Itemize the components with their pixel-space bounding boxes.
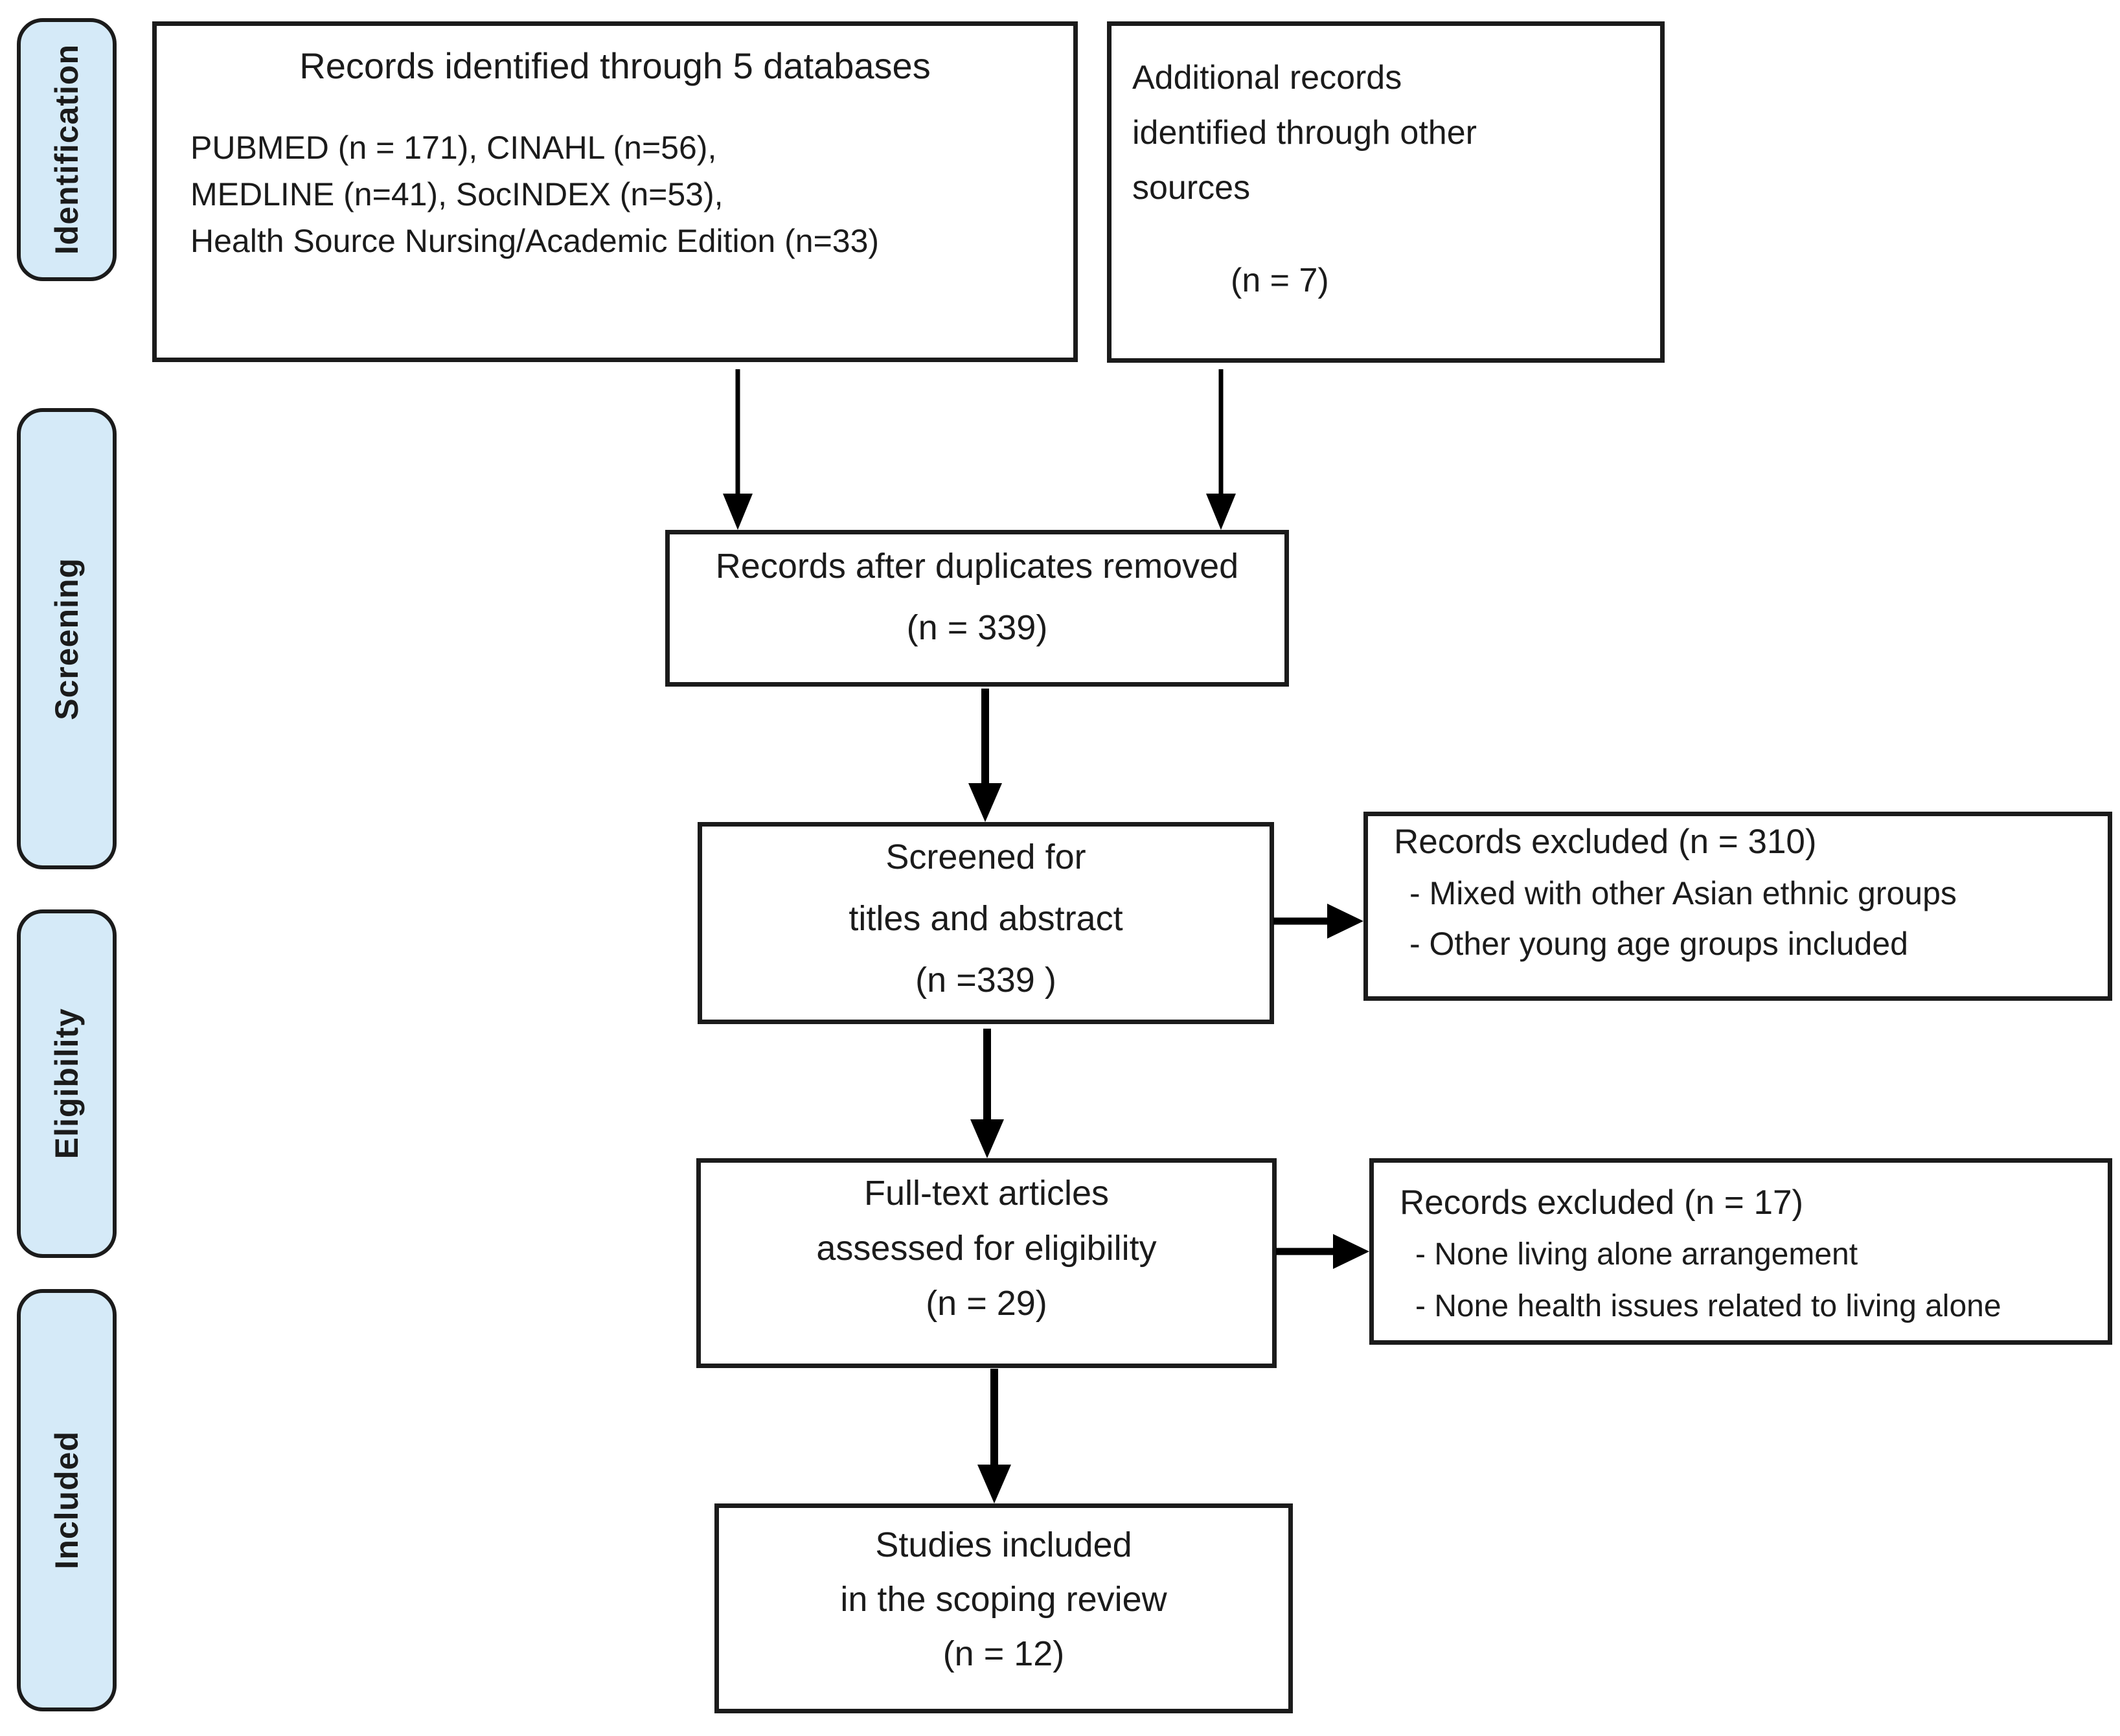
database-line: PUBMED (n = 171), CINAHL (n=56), [190, 130, 717, 166]
box-fulltext-assessed: Full-text articles assessed for eligibil… [696, 1158, 1277, 1368]
studies-included-count: (n = 12) [942, 1634, 1065, 1673]
screened-line: Screened for [885, 838, 1086, 876]
additional-records-line: identified through other [1132, 114, 1477, 152]
additional-records-count: (n = 7) [1231, 262, 1329, 299]
arrowhead-down [1206, 494, 1236, 530]
arrow-shaft [1276, 1248, 1333, 1255]
arrow-fulltext-to-included [977, 1369, 1011, 1503]
database-line: Health Source Nursing/Academic Edition (… [190, 223, 880, 259]
records-identified-databases: PUBMED (n = 171), CINAHL (n=56), MEDLINE… [157, 87, 1073, 264]
excluded-eligibility-title: Records excluded (n = 17) [1400, 1183, 1804, 1222]
additional-records-line: sources [1132, 169, 1251, 207]
fulltext-text: Full-text articles assessed for eligibil… [701, 1163, 1272, 1331]
database-line: MEDLINE (n=41), SocINDEX (n=53), [190, 176, 724, 212]
arrow-fulltext-to-excluded [1276, 1232, 1369, 1271]
arrowhead-down [970, 1119, 1004, 1158]
stage-label-eligibility: Eligibility [17, 909, 117, 1258]
arrow-screened-to-fulltext [970, 1029, 1004, 1158]
fulltext-count: (n = 29) [926, 1284, 1047, 1323]
excluded-reason: - None living alone arrangement [1415, 1237, 1858, 1272]
arrowhead-down [977, 1465, 1011, 1503]
arrowhead-down [968, 783, 1002, 822]
studies-included-text: Studies included in the scoping review (… [719, 1508, 1288, 1681]
stage-label-identification-text: Identification [49, 44, 85, 255]
excluded-reason: - None health issues related to living a… [1415, 1289, 2001, 1323]
arrowhead-right [1327, 904, 1363, 939]
arrow-databases-to-duplicates [722, 369, 753, 530]
arrow-duplicates-to-screened [968, 689, 1002, 822]
screened-text: Screened for titles and abstract (n =339… [702, 827, 1270, 1011]
box-records-excluded-screening: Records excluded (n = 310) - Mixed with … [1363, 812, 2112, 1001]
additional-records-line: Additional records [1132, 59, 1402, 97]
stage-label-included: Included [17, 1289, 117, 1711]
arrow-shaft [990, 1369, 998, 1470]
records-identified-title: Records identified through 5 databases [299, 45, 931, 86]
arrow-screened-to-excluded [1273, 902, 1363, 941]
box-records-identified: Records identified through 5 databases P… [152, 21, 1078, 362]
box-records-excluded-eligibility: Records excluded (n = 17) - None living … [1369, 1158, 2112, 1345]
screened-count: (n =339 ) [915, 961, 1056, 999]
screened-line: titles and abstract [849, 899, 1123, 938]
arrow-shaft [1218, 369, 1224, 496]
duplicates-removed-line: Records after duplicates removed [715, 547, 1239, 586]
excluded-reason: - Mixed with other Asian ethnic groups [1409, 875, 1957, 911]
stage-label-eligibility-text: Eligibility [49, 1008, 85, 1159]
arrow-shaft [735, 369, 740, 496]
excluded-reason: - Other young age groups included [1409, 926, 1908, 962]
stage-label-included-text: Included [49, 1431, 85, 1570]
box-studies-included: Studies included in the scoping review (… [714, 1503, 1293, 1713]
arrow-additional-to-duplicates [1205, 369, 1237, 530]
arrow-shaft [981, 689, 989, 788]
studies-included-line: Studies included [875, 1525, 1132, 1564]
additional-records-text: Additional records identified through ot… [1111, 26, 1660, 308]
excluded-eligibility-reasons: - None living alone arrangement - None h… [1374, 1229, 2108, 1332]
stage-label-screening: Screening [17, 408, 117, 869]
excluded-screening-reasons: - Mixed with other Asian ethnic groups -… [1368, 868, 2108, 969]
duplicates-removed-text: Records after duplicates removed (n = 33… [670, 534, 1284, 659]
stage-label-identification: Identification [17, 18, 117, 281]
arrow-shaft [983, 1029, 991, 1125]
duplicates-removed-count: (n = 339) [906, 608, 1048, 647]
fulltext-line: Full-text articles [863, 1174, 1110, 1213]
fulltext-line: assessed for eligibility [816, 1229, 1157, 1268]
box-additional-records: Additional records identified through ot… [1107, 21, 1665, 363]
stage-label-screening-text: Screening [49, 557, 85, 720]
box-duplicates-removed: Records after duplicates removed (n = 33… [665, 530, 1289, 687]
arrowhead-down [723, 494, 753, 530]
studies-included-line: in the scoping review [840, 1580, 1167, 1619]
arrow-shaft [1273, 917, 1327, 925]
box-screened-titles-abstract: Screened for titles and abstract (n =339… [698, 822, 1274, 1024]
excluded-screening-title: Records excluded (n = 310) [1394, 823, 1817, 861]
arrowhead-right [1333, 1234, 1369, 1269]
